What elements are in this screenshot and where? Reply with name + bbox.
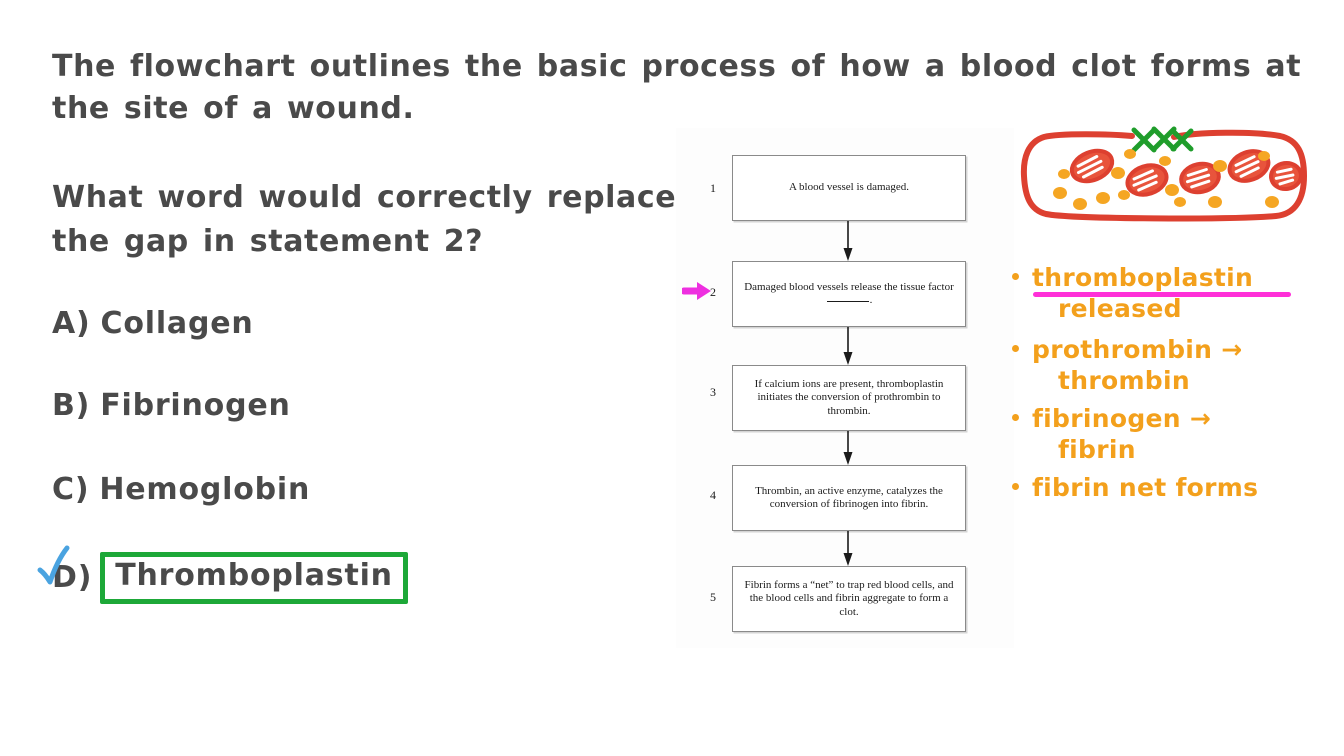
flowchart-step-number-5: 5 <box>710 590 716 604</box>
note-2-line1: fibrinogen → <box>1032 404 1212 433</box>
note-3-line1: fibrin net forms <box>1032 473 1259 502</box>
option-b[interactable]: B) Fibrinogen <box>52 388 291 424</box>
flow-arrow-3-icon <box>843 431 853 465</box>
question-stem: The flowchart outlines the basic process… <box>52 49 1302 126</box>
option-a[interactable]: A) Collagen <box>52 306 254 342</box>
option-b-letter: B) <box>52 388 91 423</box>
note-item: thromboplastin released <box>1010 262 1340 324</box>
note-item: prothrombin → thrombin <box>1010 334 1340 396</box>
flowchart-step-1: A blood vessel is damaged. <box>732 155 966 221</box>
option-d-letter: D) <box>52 560 93 595</box>
handwritten-notes: thromboplastin released prothrombin → th… <box>1010 262 1340 510</box>
note-1-line2: thrombin <box>1058 366 1190 395</box>
option-b-label: Fibrinogen <box>100 388 291 423</box>
flowchart-step-5: Fibrin forms a “net” to trap red blood c… <box>732 566 966 632</box>
thromboplastin-underline <box>1033 292 1291 297</box>
flowchart-step-2-text-after: . <box>869 294 873 306</box>
note-bullet-icon <box>1012 345 1019 352</box>
flowchart-step-2-text-before: Damaged blood vessels release the tissue… <box>744 280 954 293</box>
option-c-label: Hemoglobin <box>99 472 311 507</box>
flowchart-step-number-4: 4 <box>710 488 716 502</box>
flowchart-step-3-text: If calcium ions are present, thromboplas… <box>754 377 944 417</box>
note-1-line1: prothrombin → <box>1032 335 1243 364</box>
flowchart-step-number-3: 3 <box>710 385 716 399</box>
flowchart-step-2-text: Damaged blood vessels release the tissue… <box>741 281 957 308</box>
question-prompt: What word would correctly replace the ga… <box>52 180 677 259</box>
note-item: fibrin net forms <box>1010 472 1340 503</box>
blood-clotting-flowchart: 1 A blood vessel is damaged. 2 Damaged b… <box>676 128 1014 648</box>
flowchart-step-4-text: Thrombin, an active enzyme, catalyzes th… <box>755 484 943 511</box>
option-c-letter: C) <box>52 472 90 507</box>
note-2-line2: fibrin <box>1058 435 1136 464</box>
flow-arrow-1-icon <box>843 221 853 261</box>
note-bullet-icon <box>1012 414 1019 421</box>
fibrin-net-icon <box>1131 126 1194 153</box>
flowchart-step-1-text: A blood vessel is damaged. <box>788 181 910 194</box>
note-item: fibrinogen → fibrin <box>1010 403 1340 465</box>
red-blood-cells-icon <box>1069 148 1303 197</box>
note-bullet-icon <box>1012 273 1019 280</box>
flowchart-step-3: If calcium ions are present, thromboplas… <box>732 365 966 431</box>
flowchart-step-4: Thrombin, an active enzyme, catalyzes th… <box>732 465 966 531</box>
flowchart-step-2-blank <box>826 301 869 302</box>
flowchart-step-number-1: 1 <box>710 181 716 195</box>
flowchart-step-number-2: 2 <box>710 285 716 299</box>
option-c[interactable]: C) Hemoglobin <box>52 472 310 508</box>
note-0-line1: thromboplastin <box>1032 263 1254 292</box>
flowchart-step-2: Damaged blood vessels release the tissue… <box>732 261 966 327</box>
flow-arrow-2-icon <box>843 327 853 365</box>
vessel-wall-icon <box>1020 129 1307 222</box>
flow-arrow-4-icon <box>843 531 853 566</box>
option-d[interactable]: D) Thromboplastin <box>52 552 408 604</box>
blood-vessel-drawing <box>1020 126 1307 222</box>
step2-pointer-arrow-icon <box>682 282 711 300</box>
flowchart-step-5-text: Fibrin forms a “net” to trap red blood c… <box>744 578 954 618</box>
option-a-letter: A) <box>52 306 91 341</box>
option-a-label: Collagen <box>100 306 254 341</box>
platelets-icon <box>1053 149 1279 210</box>
note-0-line2: released <box>1058 294 1182 323</box>
note-bullet-icon <box>1012 483 1019 490</box>
correct-answer-box: Thromboplastin <box>100 552 408 604</box>
